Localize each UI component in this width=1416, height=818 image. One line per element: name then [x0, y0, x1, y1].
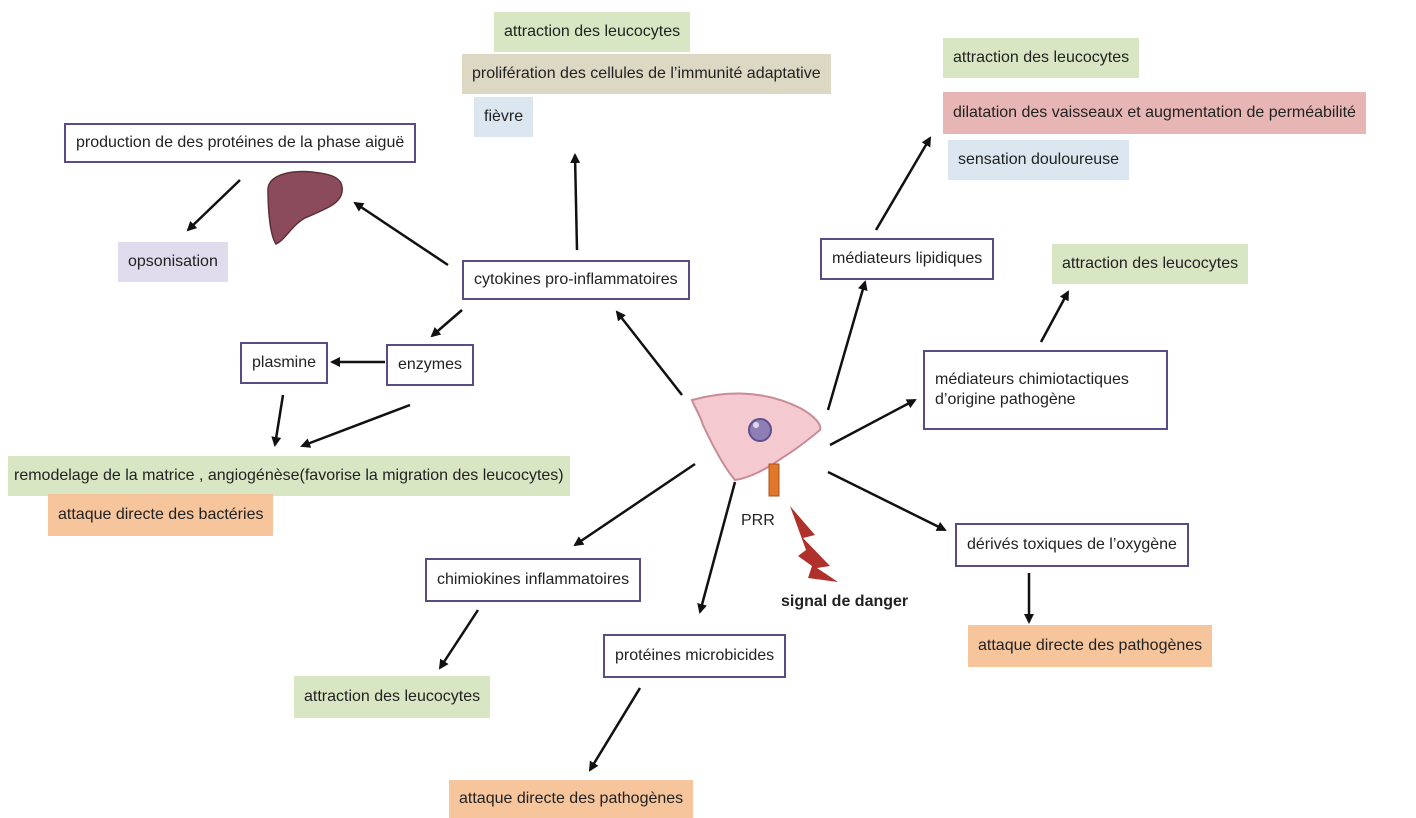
arrow-production-to-opsonisation — [186, 179, 241, 232]
opsonisation-label: opsonisation — [118, 242, 228, 282]
mediateurs-chimiotactiques-line2: d’origine pathogène — [935, 391, 1076, 408]
mediateurs-chimiotactiques-box: médiateurs chimiotactiques d’origine pat… — [923, 350, 1168, 430]
production-proteines-box: production de des protéines de la phase … — [64, 123, 417, 163]
derives-toxiques-box: dérivés toxiques de l’oxygène — [955, 523, 1189, 567]
remodelage-label: remodelage de la matrice , angiogénèse(f… — [8, 456, 570, 496]
mediateurs-chimiotactiques-line1: médiateurs chimiotactiques — [935, 371, 1129, 388]
liver-icon — [267, 170, 343, 245]
lightning-icon — [790, 506, 838, 582]
chimiotactiques-attraction-label: attraction des leucocytes — [1052, 244, 1249, 284]
cytokines-box: cytokines pro-inflammatoires — [462, 260, 690, 300]
prr-label: PRR — [741, 512, 775, 529]
proteines-microbicides-box: protéines microbicides — [603, 634, 787, 678]
arrow-lipidiques-to-top — [874, 136, 932, 231]
arrow-cell-to-derives — [827, 470, 947, 532]
cytokines-fievre-label: fièvre — [474, 97, 534, 137]
attaque-pathogenes-right-label: attaque directe des pathogènes — [968, 625, 1213, 667]
arrow-enzymes-to-remodelage — [300, 403, 411, 448]
arrow-chimiotactiques-to-attraction — [1039, 290, 1070, 343]
mediateurs-lipidiques-box: médiateurs lipidiques — [820, 238, 995, 280]
plasmine-box: plasmine — [240, 342, 329, 384]
nucleus-icon — [748, 418, 772, 442]
enzymes-box: enzymes — [386, 344, 475, 386]
arrow-microbicides-to-attaque — [588, 687, 642, 772]
arrow-cytokines-to-top — [570, 153, 581, 251]
cytokines-attraction-label: attraction des leucocytes — [494, 12, 691, 52]
arrow-cytokines-to-liver — [353, 201, 449, 267]
receptor-icon — [768, 463, 780, 497]
attaque-pathogenes-bottom-label: attaque directe des pathogènes — [449, 780, 694, 818]
arrow-cell-to-microbicides — [697, 481, 737, 614]
arrow-cell-to-cytokines — [615, 310, 683, 396]
lipidiques-dilatation-label: dilatation des vaisseaux et augmentation… — [943, 92, 1366, 134]
arrow-cytokines-to-enzymes — [430, 309, 463, 338]
arrow-cell-to-lipidiques — [826, 280, 868, 411]
chimiokines-box: chimiokines inflammatoires — [425, 558, 642, 602]
cytokines-proliferation-label: prolifération des cellules de l’immunité… — [462, 54, 831, 94]
lipidiques-sensation-label: sensation douloureuse — [948, 140, 1130, 180]
arrow-cell-to-chimiotactiques — [829, 398, 917, 447]
lipidiques-attraction-label: attraction des leucocytes — [943, 38, 1140, 78]
attaque-bacteries-label: attaque directe des bactéries — [48, 494, 274, 536]
arrow-cell-to-chimiokines — [573, 462, 696, 547]
arrow-chimiokines-to-attraction — [438, 609, 480, 670]
arrow-plasmine-to-remodelage — [271, 394, 285, 447]
signal-danger-label: signal de danger — [781, 593, 909, 610]
chimiokines-attraction-label: attraction des leucocytes — [294, 676, 491, 718]
